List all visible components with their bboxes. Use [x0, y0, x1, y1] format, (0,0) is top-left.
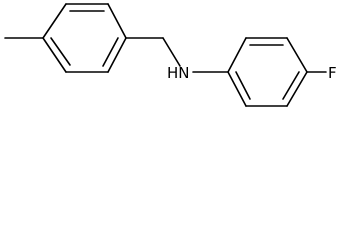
- bond-ring2-4: [286, 71, 308, 107]
- atom-label-fluorine: F: [328, 64, 337, 82]
- bond-ch2-to-n: [162, 37, 181, 67]
- fluorophenyl-ring: [227, 37, 308, 107]
- bond-ring2-3: [286, 37, 308, 73]
- bond-ring2-double-3: [235, 71, 251, 100]
- bond-ring1-4: [107, 37, 127, 73]
- bond-ring1-3: [107, 3, 127, 39]
- bond-ring2-double-2: [282, 71, 300, 100]
- atom-label-nitrogen: HN: [167, 64, 190, 82]
- bond-ring1-6: [42, 37, 67, 73]
- bond-ring1-double-3: [50, 37, 71, 66]
- tolyl-ring: [42, 3, 127, 73]
- bond-ring2-6: [227, 71, 247, 107]
- molecule-diagram: HN F: [4, 3, 337, 107]
- bond-ring1-1: [42, 3, 67, 39]
- bond-ring2-1: [227, 37, 247, 73]
- bond-ring1-double-2: [102, 37, 119, 67]
